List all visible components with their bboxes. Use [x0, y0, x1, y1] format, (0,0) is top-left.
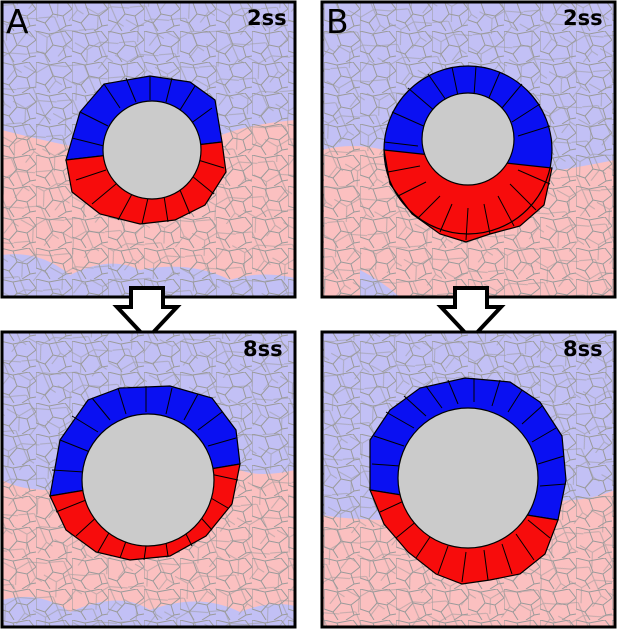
- ring-segments: [51, 386, 239, 561]
- stage-label-a-bottom: 8ss: [243, 337, 283, 361]
- stage-label-b-top: 2ss: [563, 6, 603, 30]
- panel-frame: [0, 330, 297, 629]
- down-arrow-icon: [112, 286, 182, 342]
- down-arrow-icon: [436, 286, 506, 342]
- panel-a-top: [2, 2, 295, 297]
- panel-letter-b: B: [326, 2, 349, 41]
- stage-label-a-top: 2ss: [247, 6, 287, 30]
- panel-letter-a: A: [6, 2, 29, 41]
- panel-frame: [320, 330, 617, 629]
- lumen: [102, 100, 202, 200]
- lumen: [81, 413, 215, 547]
- stage-label-b-bottom: 8ss: [563, 337, 603, 361]
- lumen: [421, 92, 515, 186]
- ring-segments: [71, 76, 225, 225]
- panel-b-bottom: [322, 332, 615, 627]
- panel-b-top: [322, 2, 615, 297]
- lumen: [397, 407, 539, 549]
- panel-a-bottom: [2, 332, 295, 627]
- ring-segments: [383, 65, 551, 241]
- ring-segments: [371, 378, 567, 583]
